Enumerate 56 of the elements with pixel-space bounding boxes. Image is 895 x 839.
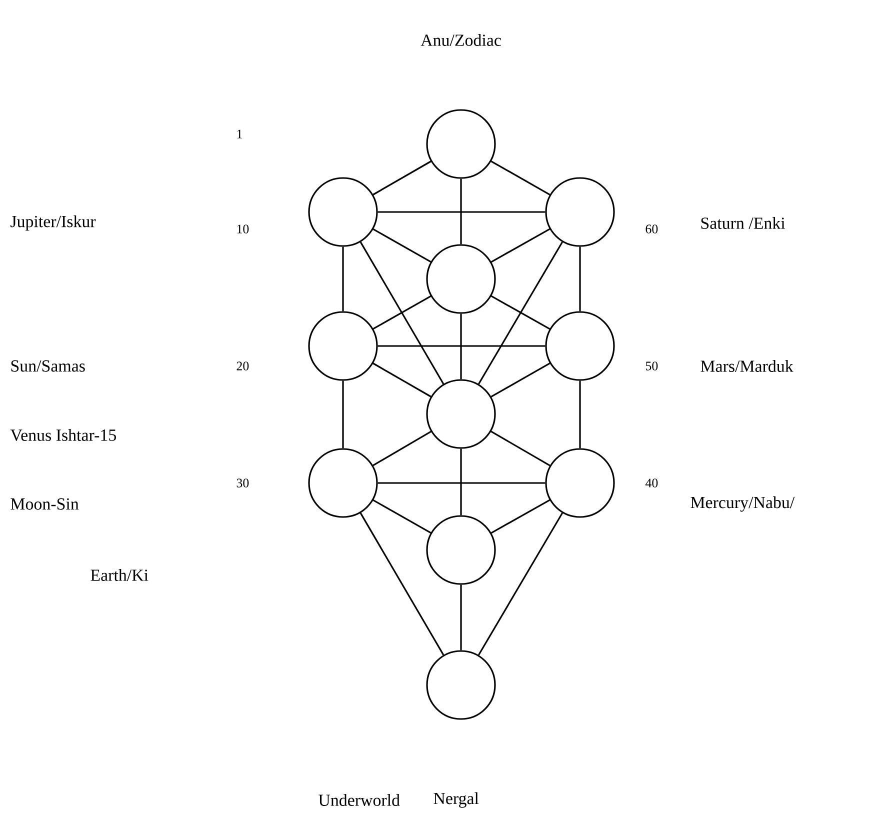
number-label: 50	[646, 362, 658, 370]
circle-node	[426, 244, 496, 314]
connector-line	[490, 228, 550, 263]
number-label: 30	[236, 478, 249, 488]
number-label: 40	[645, 478, 658, 488]
connector-line	[378, 211, 546, 213]
name-label: Venus Ishtar-15	[10, 429, 116, 441]
name-label: Saturn /Enki	[701, 217, 786, 229]
circle-node	[426, 515, 496, 585]
name-label: Mercury/Nabu/	[690, 496, 795, 512]
circle-node	[308, 448, 378, 518]
connector-line	[372, 228, 432, 263]
connector-line	[490, 362, 550, 398]
connector-line	[460, 314, 462, 380]
connector-line	[490, 160, 550, 196]
connector-line	[579, 246, 581, 312]
circle-node	[308, 177, 378, 247]
connector-line	[378, 345, 546, 347]
connector-line	[460, 178, 462, 244]
number-label: 60	[646, 224, 658, 234]
name-label: Earth/Ki	[90, 569, 148, 581]
circle-node	[545, 177, 615, 247]
connector-line	[478, 512, 564, 656]
name-label: Underworld	[318, 794, 400, 806]
connector-line	[372, 430, 432, 466]
name-label: Nergal	[434, 792, 479, 808]
circle-node	[426, 379, 496, 449]
circle-node	[545, 311, 615, 381]
connector-line	[378, 482, 546, 484]
connector-line	[460, 448, 462, 516]
connector-line	[372, 362, 432, 398]
connector-line	[490, 430, 550, 466]
connector-line	[372, 160, 432, 196]
name-label: Jupiter/Iskur	[10, 215, 96, 231]
connector-line	[372, 295, 432, 330]
number-label: 10	[237, 224, 249, 234]
connector-line	[360, 242, 444, 384]
name-label: Moon-Sin	[10, 498, 79, 510]
name-label: Sun/Samas	[11, 360, 85, 372]
name-label: Mars/Marduk	[700, 360, 794, 372]
connector-line	[490, 499, 550, 534]
circle-node	[426, 109, 496, 179]
connector-line	[372, 499, 432, 534]
connector-line	[460, 584, 462, 650]
connector-line	[360, 512, 444, 656]
number-label: 20	[236, 362, 249, 370]
connector-line	[490, 295, 550, 330]
connector-line	[478, 242, 564, 384]
number-label: 1	[237, 130, 242, 138]
connector-line	[342, 246, 344, 312]
circle-node	[545, 448, 615, 518]
circle-node	[308, 311, 378, 381]
connector-line	[579, 380, 581, 448]
circle-node	[426, 650, 496, 720]
connector-line	[342, 380, 344, 448]
name-label: Anu/Zodiac	[420, 34, 501, 46]
